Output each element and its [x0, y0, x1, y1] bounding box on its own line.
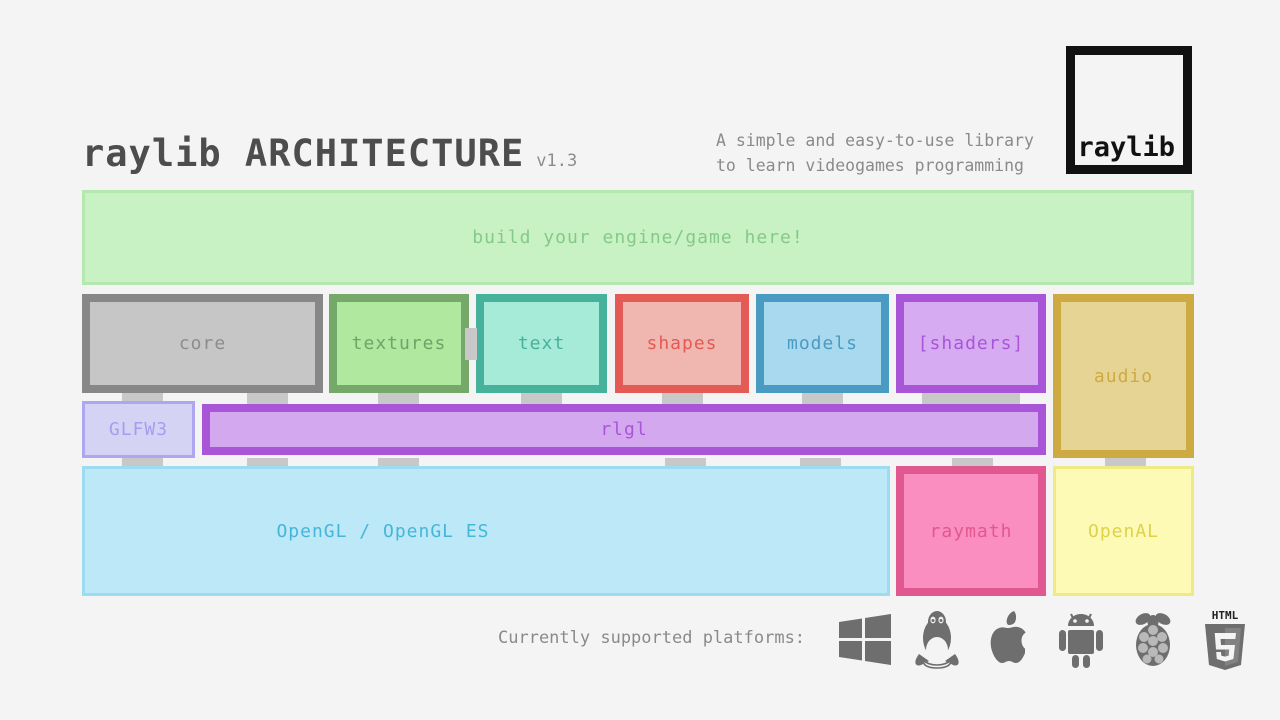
layer-glfw3-label: GLFW3 [108, 419, 169, 440]
windows-icon [836, 609, 894, 671]
connector-textures-down [378, 393, 419, 404]
version-label: v1.3 [536, 151, 578, 171]
raylib-logo-text: raylib [1077, 132, 1175, 163]
module-textures: textures [329, 294, 469, 393]
connector-shaders-down [922, 393, 1020, 404]
module-audio-label: audio [1093, 365, 1154, 387]
layer-opengl: OpenGL / OpenGL ES [82, 466, 890, 596]
module-textures-label: textures [351, 333, 447, 354]
connector-rlgl-down-1 [247, 458, 288, 469]
module-core: core [82, 294, 323, 393]
platforms-label: Currently supported platforms: [498, 628, 806, 648]
connector-rlgl-down-2 [378, 458, 419, 469]
connector-rlgl-down-4 [800, 458, 841, 469]
connector-audio-down [1105, 458, 1146, 469]
connector-raymath-up [952, 458, 993, 469]
layer-openal-label: OpenAL [1087, 520, 1160, 542]
module-shapes: shapes [615, 294, 749, 393]
raspberry-pi-icon [1124, 609, 1182, 671]
module-shapes-label: shapes [646, 333, 718, 354]
connector-rlgl-down-3 [665, 458, 706, 469]
module-core-label: core [178, 333, 227, 354]
layer-rlgl: rlgl [202, 404, 1046, 455]
module-models-label: models [786, 333, 859, 354]
platform-icons: HTML [836, 604, 1254, 676]
module-text: text [476, 294, 607, 393]
tagline-line-1: A simple and easy-to-use library [716, 131, 1034, 150]
user-layer-box: build your engine/game here! [82, 190, 1194, 285]
html5-icon: HTML [1196, 609, 1254, 671]
connector-core-right [247, 393, 288, 404]
layer-raymath: raymath [896, 466, 1046, 596]
connector-core-left [122, 393, 163, 404]
connector-shapes-down [662, 393, 703, 404]
page-title: raylib ARCHITECTURE v1.3 [82, 132, 577, 175]
svg-text:HTML: HTML [1212, 609, 1239, 622]
android-icon [1052, 609, 1110, 671]
module-text-label: text [517, 333, 566, 354]
module-models: models [756, 294, 889, 393]
tagline: A simple and easy-to-use library to lear… [716, 128, 1056, 178]
connector-text-down [521, 393, 562, 404]
connector-glfw3-down [122, 458, 163, 469]
module-shaders-label: [shaders] [917, 333, 1025, 354]
module-audio: audio [1053, 294, 1194, 458]
layer-raymath-label: raymath [929, 520, 1013, 542]
module-shaders: [shaders] [896, 294, 1046, 393]
apple-icon [980, 609, 1038, 671]
linux-icon [908, 609, 966, 671]
layer-rlgl-label: rlgl [600, 419, 648, 440]
connector-models-down [802, 393, 843, 404]
layer-openal: OpenAL [1053, 466, 1194, 596]
layer-glfw3: GLFW3 [82, 401, 195, 458]
raylib-logo: raylib [1066, 46, 1192, 174]
user-layer-label: build your engine/game here! [472, 227, 804, 248]
layer-opengl-label: OpenGL / OpenGL ES [276, 520, 490, 542]
tagline-line-2: to learn videogames programming [716, 156, 1024, 175]
connector-textures-text [465, 328, 477, 360]
title-text: raylib ARCHITECTURE [82, 132, 525, 175]
